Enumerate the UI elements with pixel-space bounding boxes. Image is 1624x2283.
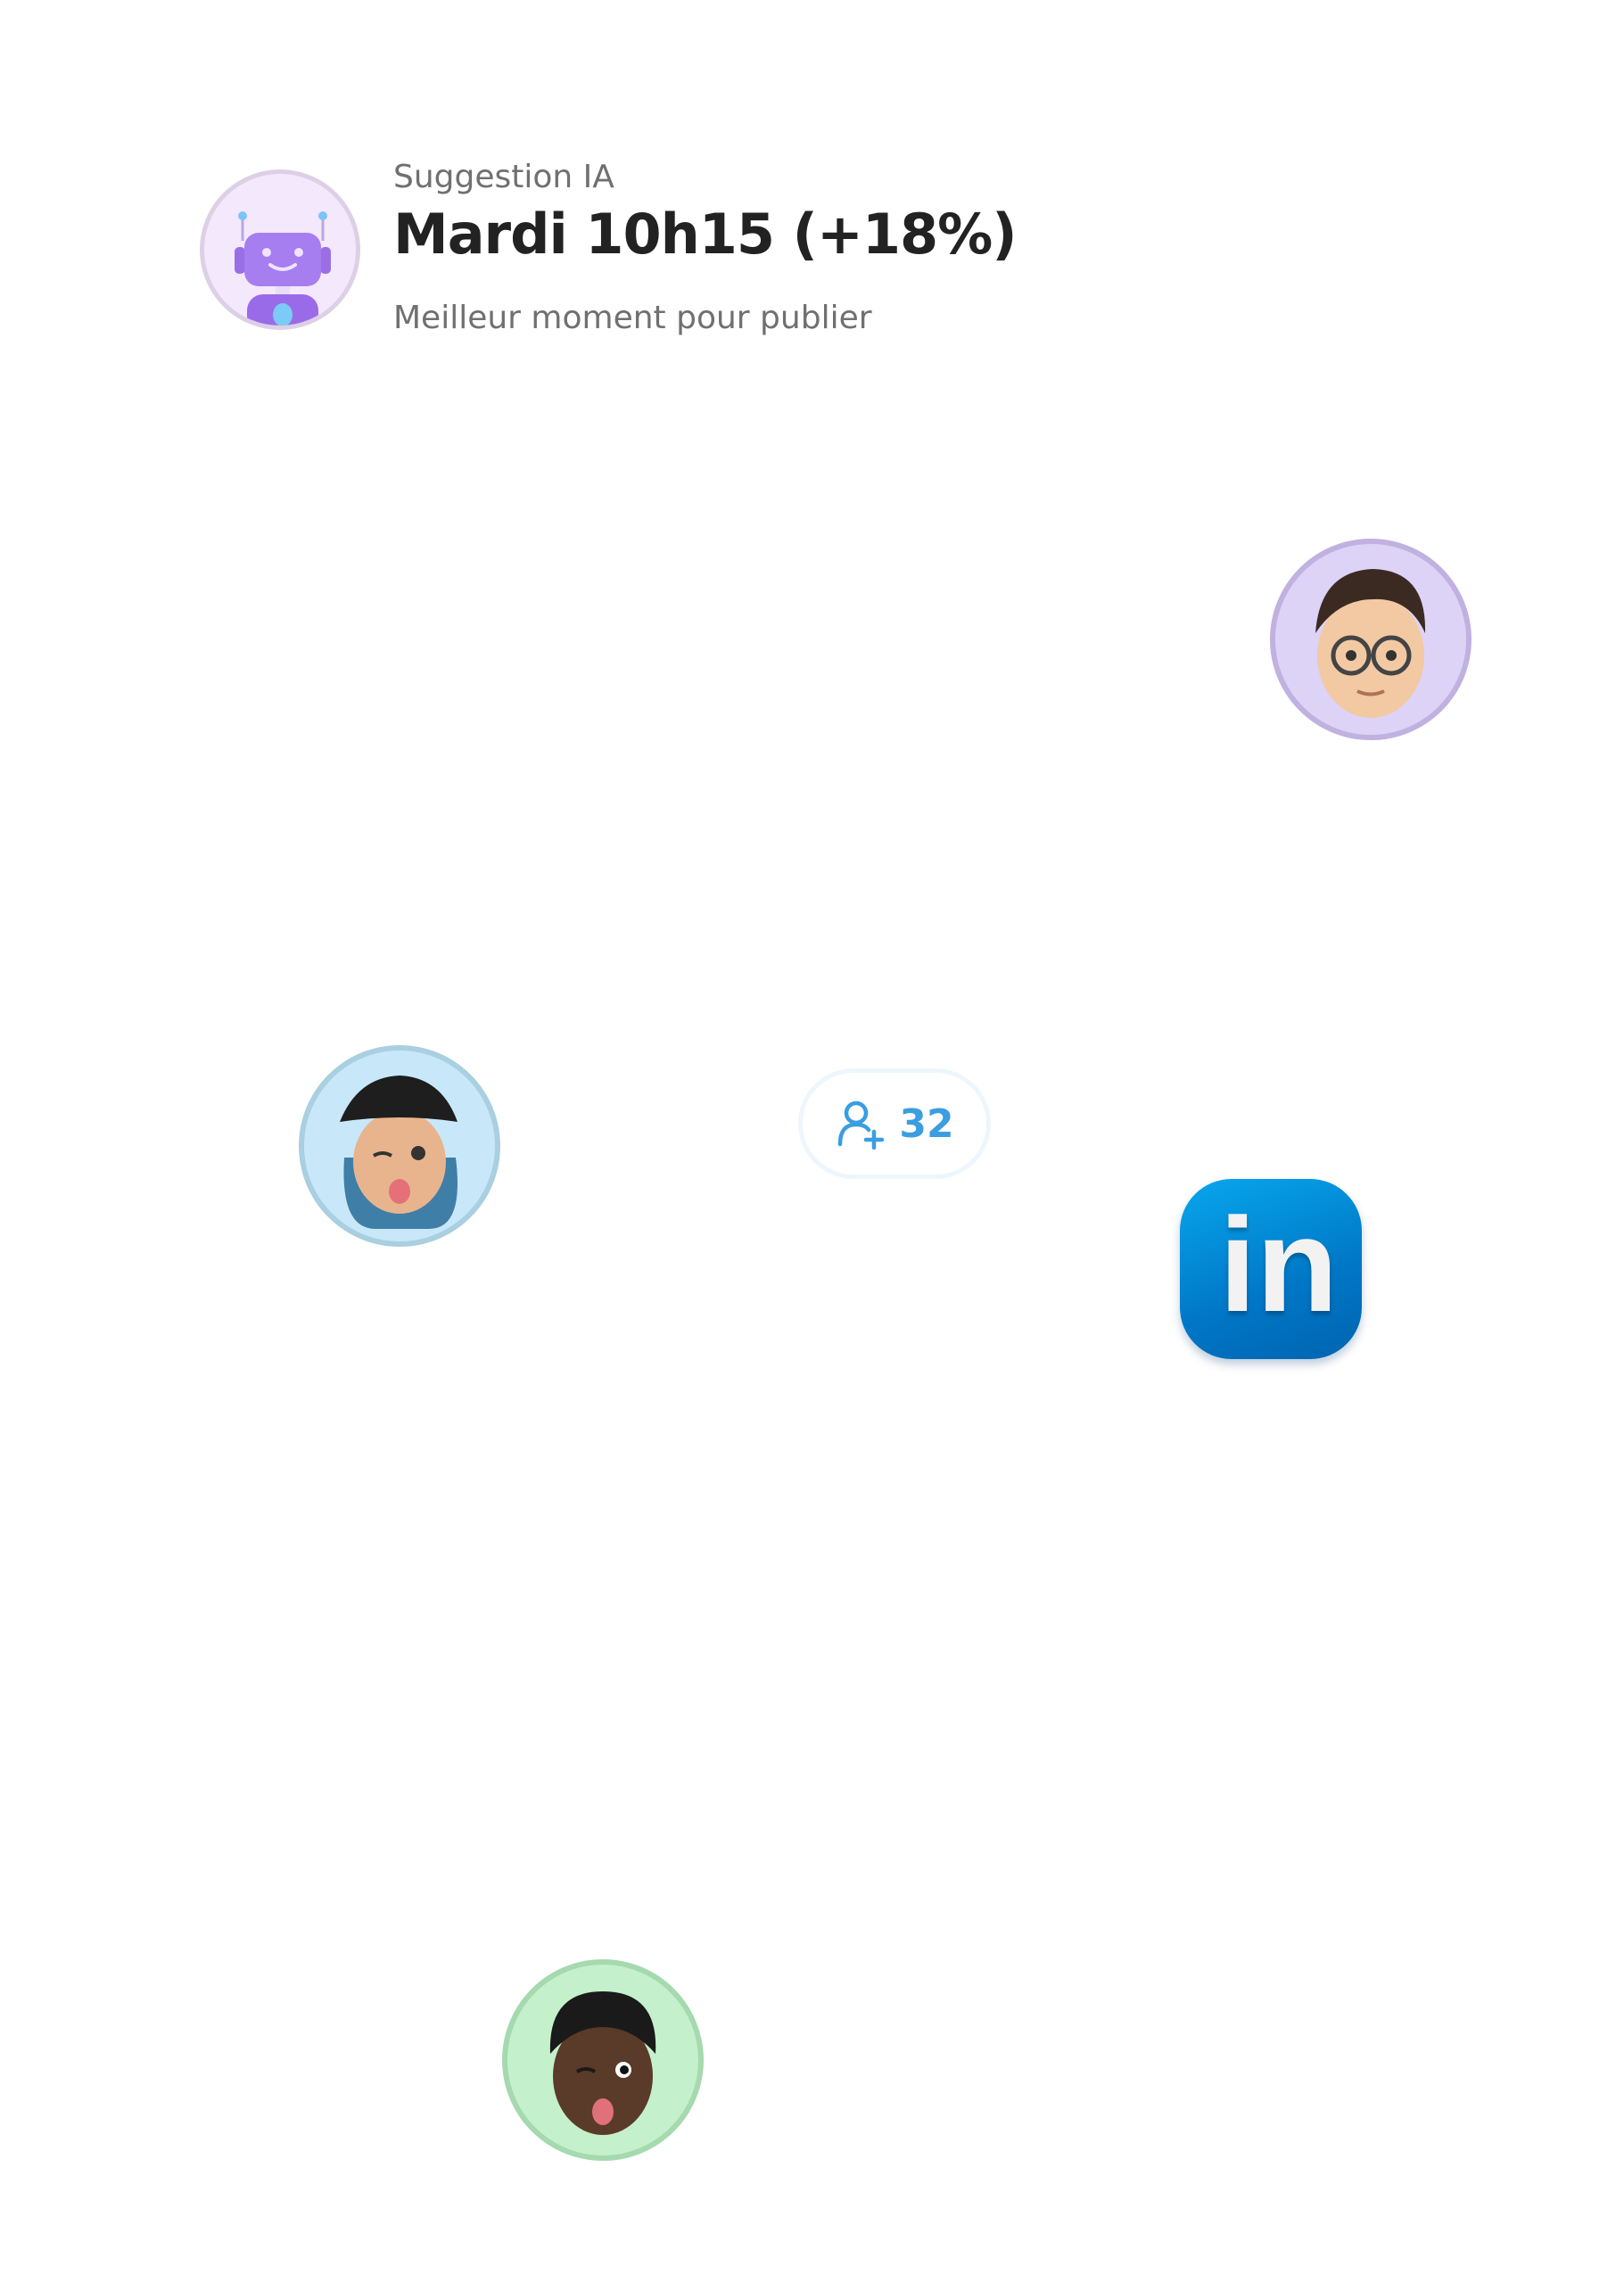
robot-icon <box>235 211 331 326</box>
girl-bucket-hat-avatar <box>299 1045 500 1247</box>
linkedin-logo: in <box>1180 1179 1362 1359</box>
suggestion-title: Mardi 10h15 (+18%) <box>393 202 1018 267</box>
user-plus-icon <box>838 1100 885 1150</box>
robot-avatar <box>200 169 360 330</box>
suggestion-label: Suggestion IA <box>393 159 614 195</box>
boy-curly-hair-avatar <box>502 1959 704 2161</box>
followers-count: 32 <box>899 1100 954 1147</box>
boy-glasses-avatar <box>1270 539 1471 740</box>
new-followers-badge: 32 <box>798 1068 991 1179</box>
suggestion-subtitle: Meilleur moment pour publier <box>393 300 872 336</box>
linkedin-logo-text: in <box>1219 1190 1339 1339</box>
